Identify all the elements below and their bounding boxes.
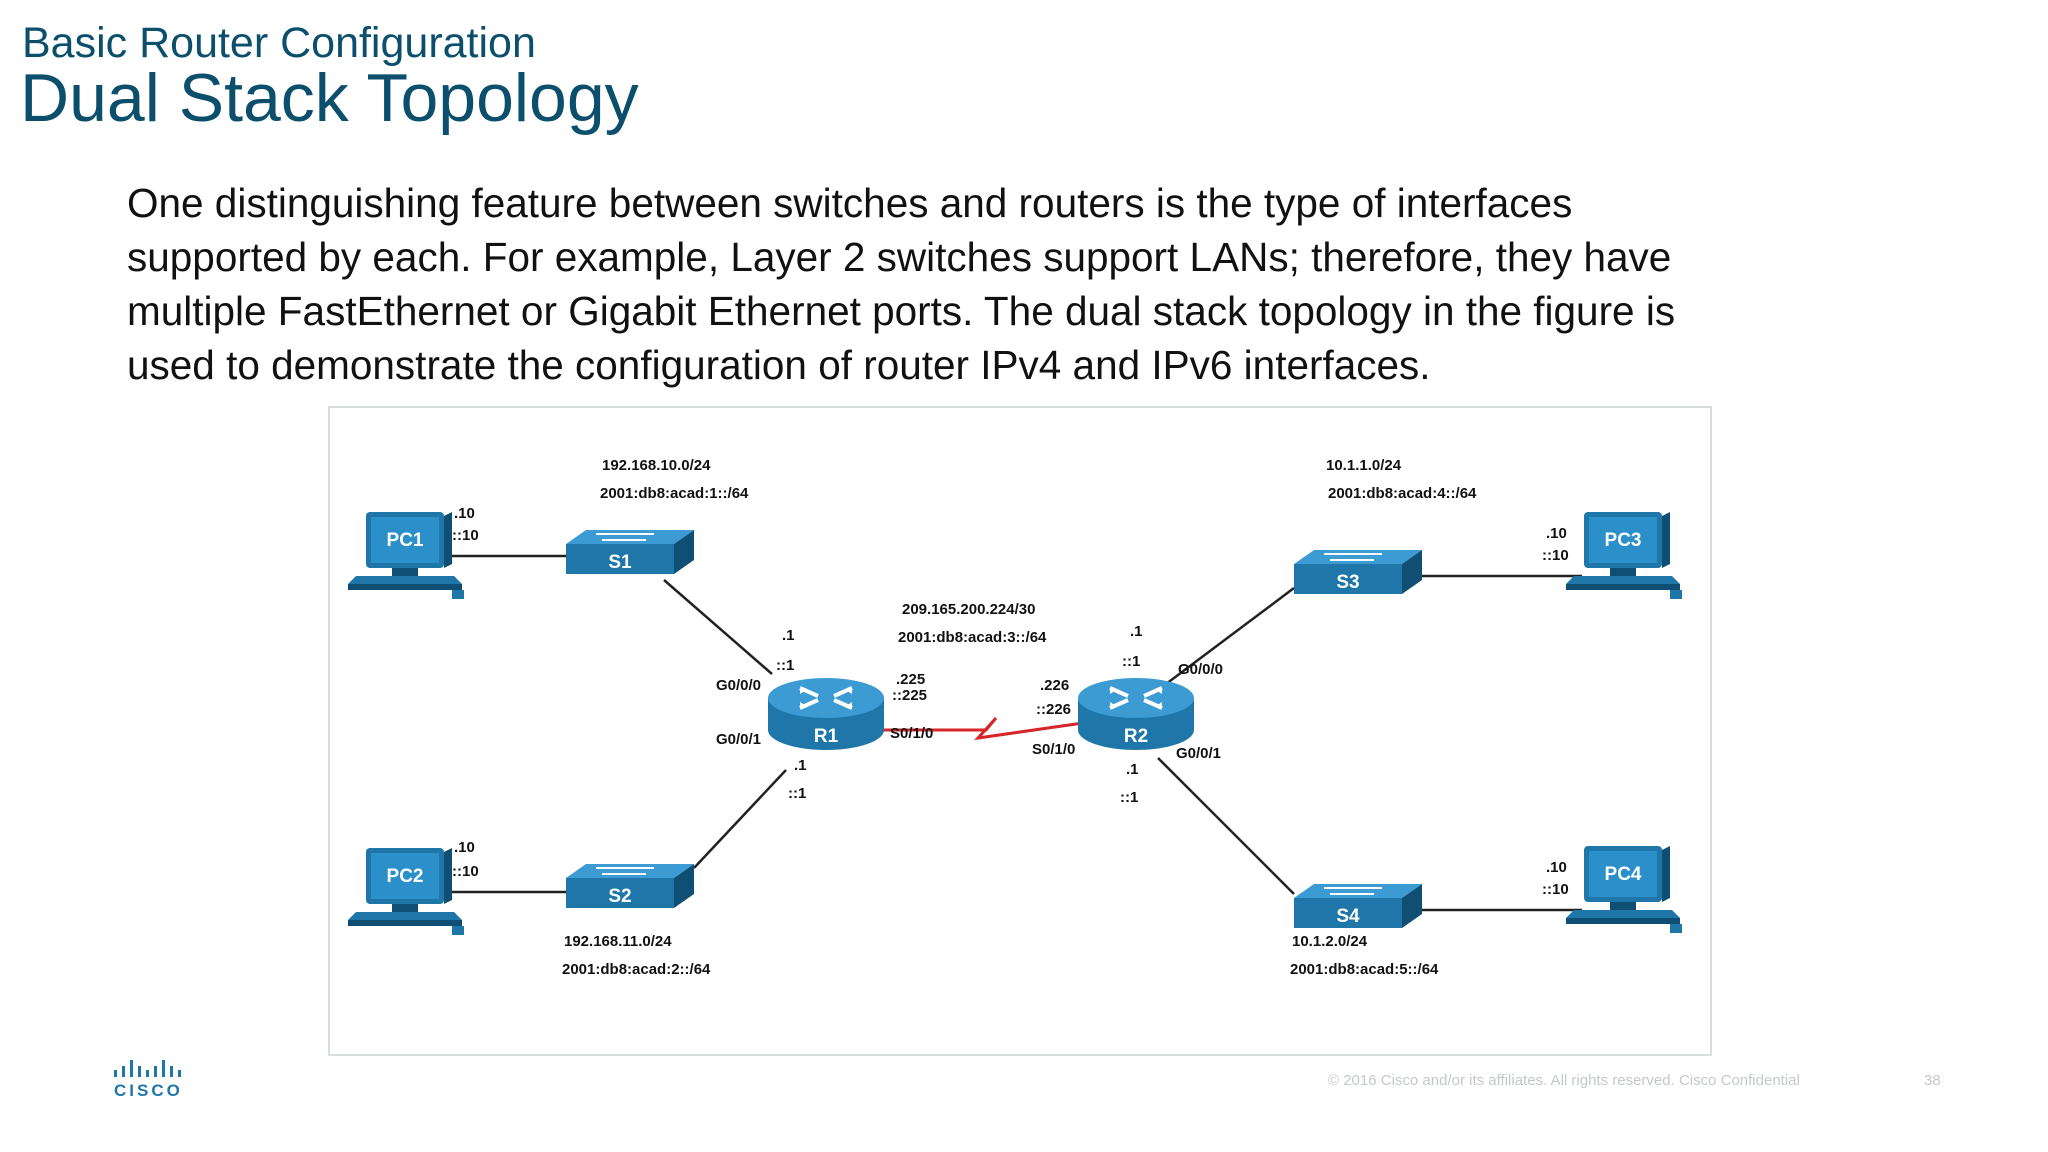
topology-diagram: PC1 PC2 PC3 PC4 S1 S2 S3 S4 [348, 457, 1682, 978]
wan-ipv4-network: 209.165.200.224/30 [902, 601, 1035, 618]
links [442, 554, 1582, 912]
lan3-ipv4-network: 10.1.1.0/24 [1326, 457, 1402, 474]
cisco-logo-text: CISCO [114, 1081, 183, 1100]
r2-s010-interface: S0/1/0 [1032, 741, 1075, 758]
router-r1: R1 [766, 676, 886, 752]
switch-s1: S1 [565, 529, 695, 575]
switch-s2: S2 [565, 863, 695, 909]
lan2-ipv6-network: 2001:db8:acad:2::/64 [562, 961, 711, 978]
r1-g001-ipv6: ::1 [788, 785, 806, 802]
r1-g001-interface: G0/0/1 [716, 731, 761, 748]
section-subtitle: Basic Router Configuration [22, 19, 536, 67]
lan4-ipv6-network: 2001:db8:acad:5::/64 [1290, 961, 1439, 978]
s3-label: S3 [1336, 572, 1359, 593]
r2-g000-interface: G0/0/0 [1178, 661, 1223, 678]
page-title: Dual Stack Topology [20, 60, 639, 136]
body-line: supported by each. For example, Layer 2 … [127, 234, 1672, 280]
pc3-ipv4-host: .10 [1546, 525, 1567, 542]
pc4: PC4 [1566, 846, 1682, 933]
body-line: multiple FastEthernet or Gigabit Etherne… [127, 288, 1676, 334]
pc4-ipv4-host: .10 [1546, 859, 1567, 876]
link-r2-s3 [1157, 587, 1295, 691]
r1-g001-ipv4: .1 [794, 757, 807, 774]
pc2-label: PC2 [387, 866, 424, 887]
pc2-ipv4-host: .10 [454, 839, 475, 856]
link-s1-r1 [663, 579, 773, 675]
pc1-label: PC1 [387, 530, 424, 551]
router-r2: R2 [1076, 676, 1196, 752]
r1-g000-ipv4: .1 [782, 627, 795, 644]
r2-label: R2 [1124, 726, 1148, 747]
link-r2-s4 [1157, 757, 1295, 895]
pc1-ipv6-host: ::10 [452, 527, 479, 544]
cisco-logo-icon: CISCO [110, 1058, 194, 1100]
r1-g000-ipv6: ::1 [776, 657, 794, 674]
lan1-ipv6-network: 2001:db8:acad:1::/64 [600, 485, 749, 502]
r2-g000-ipv6: ::1 [1122, 653, 1140, 670]
pc2: PC2 [348, 848, 464, 935]
body-line: One distinguishing feature between switc… [127, 180, 1573, 226]
r2-g001-ipv6: ::1 [1120, 789, 1138, 806]
pc4-ipv6-host: ::10 [1542, 881, 1569, 898]
switch-s3: S3 [1293, 549, 1423, 595]
s1-label: S1 [608, 552, 632, 573]
pc1: PC1 [348, 512, 464, 599]
pc2-ipv6-host: ::10 [452, 863, 479, 880]
lan3-ipv6-network: 2001:db8:acad:4::/64 [1328, 485, 1477, 502]
r2-g001-ipv4: .1 [1126, 761, 1139, 778]
lan1-ipv4-network: 192.168.10.0/24 [602, 457, 711, 474]
r2-s010-ipv4: .226 [1040, 677, 1069, 694]
r1-s010-ipv6: ::225 [892, 687, 927, 704]
r1-g000-interface: G0/0/0 [716, 677, 761, 694]
r1-s010-ipv4: .225 [896, 671, 925, 688]
serial-link-r1-r2 [882, 716, 1091, 741]
lan2-ipv4-network: 192.168.11.0/24 [564, 933, 672, 950]
topology-figure: PC1 PC2 PC3 PC4 S1 S2 S3 S4 [328, 406, 1712, 1056]
pc3: PC3 [1566, 512, 1682, 599]
r2-g000-ipv4: .1 [1130, 623, 1143, 640]
s4-label: S4 [1336, 906, 1360, 927]
r1-s010-interface: S0/1/0 [890, 725, 933, 742]
pc3-label: PC3 [1605, 530, 1642, 551]
r1-label: R1 [814, 726, 839, 747]
footer-copyright: © 2016 Cisco and/or its affiliates. All … [1328, 1072, 1800, 1089]
pc4-label: PC4 [1605, 864, 1642, 885]
switch-s4: S4 [1293, 883, 1423, 929]
r2-g001-interface: G0/0/1 [1176, 745, 1221, 762]
wan-ipv6-network: 2001:db8:acad:3::/64 [898, 629, 1047, 646]
link-s2-r1 [693, 769, 787, 869]
s2-label: S2 [608, 886, 631, 907]
page-number: 38 [1924, 1072, 1941, 1089]
lan4-ipv4-network: 10.1.2.0/24 [1292, 933, 1368, 950]
body-line: used to demonstrate the configuration of… [127, 342, 1431, 388]
pc1-ipv4-host: .10 [454, 505, 475, 522]
body-paragraph: One distinguishing feature between switc… [127, 176, 1957, 392]
pc3-ipv6-host: ::10 [1542, 547, 1569, 564]
r2-s010-ipv6: ::226 [1036, 701, 1071, 718]
